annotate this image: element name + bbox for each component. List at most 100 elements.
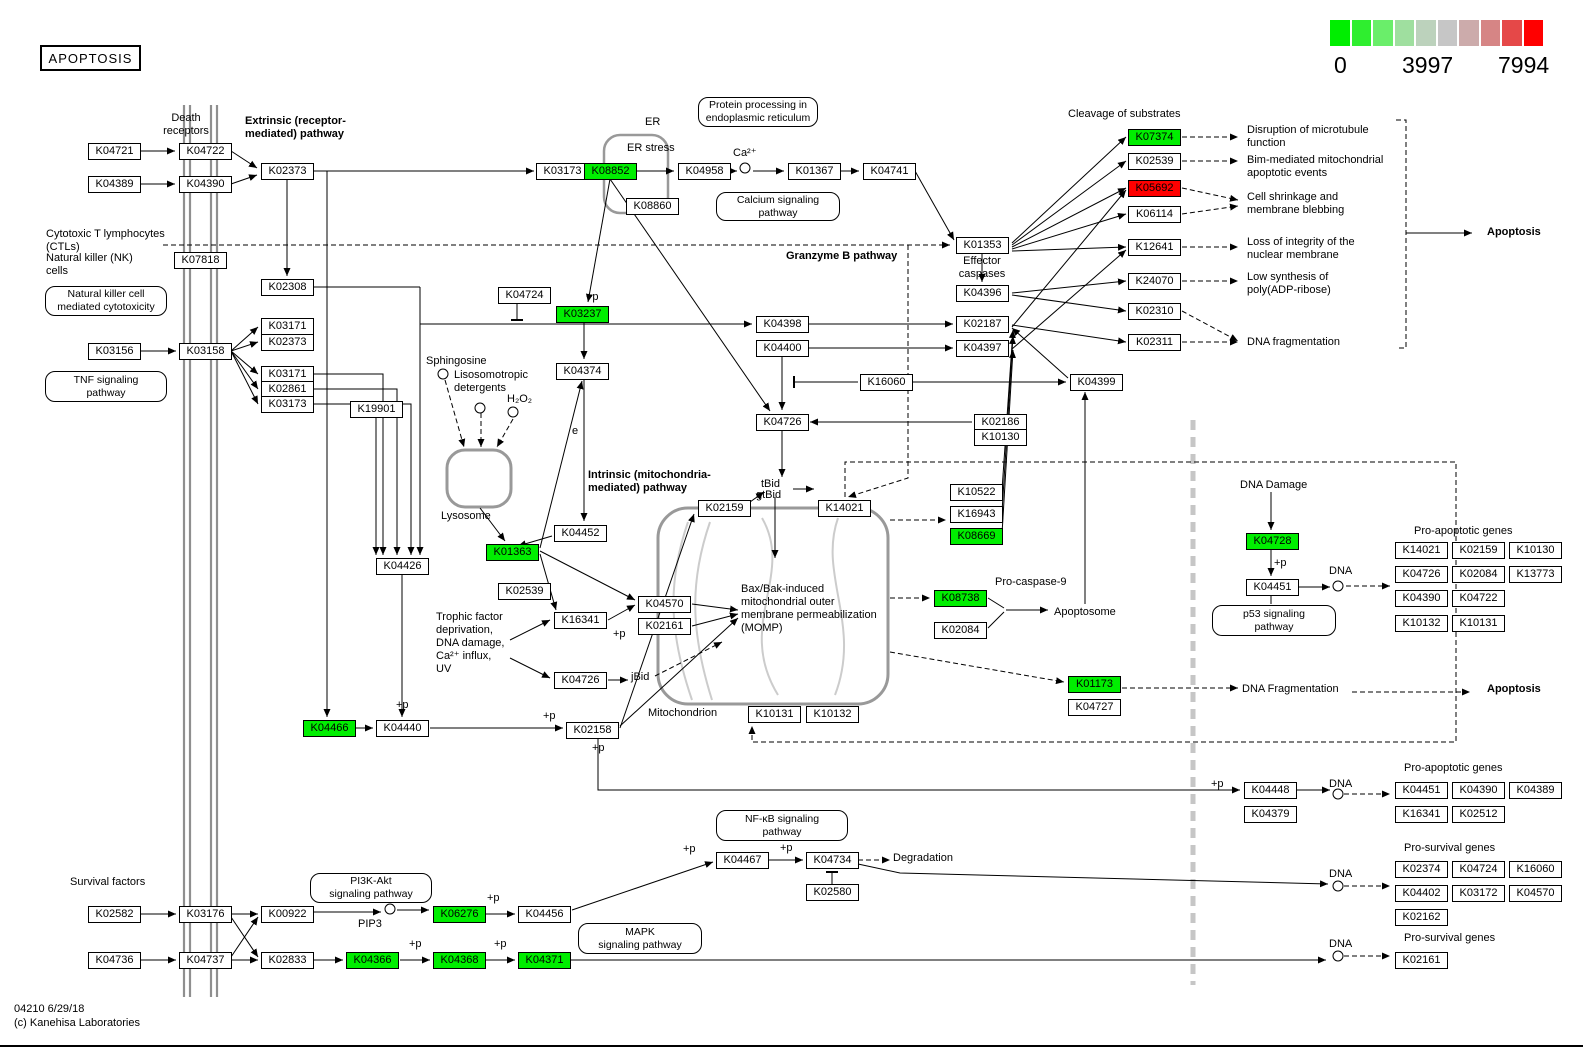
pathway-link[interactable]: NF-κB signaling pathway [716,810,848,841]
gene-node-k04726[interactable]: K04726 [1395,566,1448,583]
gene-node-k03173[interactable]: K03173 [261,396,314,413]
gene-node-k04390[interactable]: K04390 [1395,590,1448,607]
gene-node-k12641[interactable]: K12641 [1128,239,1181,256]
gene-node-k04722[interactable]: K04722 [179,143,232,160]
gene-node-k06276[interactable]: K06276 [433,906,486,923]
gene-node-k04379[interactable]: K04379 [1244,806,1297,823]
gene-node-k04389[interactable]: K04389 [1509,782,1562,799]
gene-node-k04958[interactable]: K04958 [678,163,731,180]
gene-node-k04371[interactable]: K04371 [518,952,571,969]
gene-node-k10132[interactable]: K10132 [1395,615,1448,632]
gene-node-k02159[interactable]: K02159 [698,500,751,517]
gene-node-k04734[interactable]: K04734 [806,852,859,869]
gene-node-k07818[interactable]: K07818 [174,252,227,269]
pathway-link[interactable]: MAPK signaling pathway [578,923,702,954]
gene-node-k10131[interactable]: K10131 [748,706,801,723]
gene-node-k02084[interactable]: K02084 [1452,566,1505,583]
gene-node-k02539[interactable]: K02539 [1128,153,1181,170]
gene-node-k10132[interactable]: K10132 [806,706,859,723]
gene-node-k04721[interactable]: K04721 [88,143,141,160]
gene-node-k02159[interactable]: K02159 [1452,542,1505,559]
gene-node-k01363[interactable]: K01363 [486,544,539,561]
gene-node-k02311[interactable]: K02311 [1128,334,1181,351]
gene-node-k04741[interactable]: K04741 [863,163,916,180]
gene-node-k04724[interactable]: K04724 [1452,861,1505,878]
gene-node-k03156[interactable]: K03156 [88,343,141,360]
gene-node-k14021[interactable]: K14021 [818,500,871,517]
gene-node-k02374[interactable]: K02374 [1395,861,1448,878]
pathway-link[interactable]: p53 signaling pathway [1212,605,1336,636]
gene-node-k04570[interactable]: K04570 [1509,885,1562,902]
gene-node-k04398[interactable]: K04398 [756,316,809,333]
gene-node-k02512[interactable]: K02512 [1452,806,1505,823]
pathway-link[interactable]: Calcium signaling pathway [716,192,840,221]
gene-node-k04396[interactable]: K04396 [956,285,1009,302]
gene-node-k04368[interactable]: K04368 [433,952,486,969]
gene-node-k04390[interactable]: K04390 [1452,782,1505,799]
gene-node-k03171[interactable]: K03171 [261,366,314,383]
pathway-link[interactable]: Protein processing in endoplasmic reticu… [698,97,818,127]
gene-node-k02308[interactable]: K02308 [261,279,314,296]
gene-node-k04448[interactable]: K04448 [1244,782,1297,799]
gene-node-k04397[interactable]: K04397 [956,340,1009,357]
gene-node-k10130[interactable]: K10130 [974,429,1027,446]
gene-node-k16060[interactable]: K16060 [860,374,913,391]
gene-node-k03237[interactable]: K03237 [556,306,609,323]
gene-node-k04722[interactable]: K04722 [1452,590,1505,607]
pathway-link[interactable]: TNF signaling pathway [45,371,167,402]
gene-node-k13773[interactable]: K13773 [1509,566,1562,583]
gene-node-k02539[interactable]: K02539 [498,583,551,600]
gene-node-k16943[interactable]: K16943 [950,506,1003,523]
gene-node-k04727[interactable]: K04727 [1068,699,1121,716]
gene-node-k04451[interactable]: K04451 [1246,579,1299,596]
gene-node-k04467[interactable]: K04467 [716,852,769,869]
gene-node-k04400[interactable]: K04400 [756,340,809,357]
gene-node-k02833[interactable]: K02833 [261,952,314,969]
gene-node-k19901[interactable]: K19901 [350,401,403,418]
gene-node-k08860[interactable]: K08860 [626,198,679,215]
gene-node-k04426[interactable]: K04426 [376,558,429,575]
gene-node-k03176[interactable]: K03176 [179,906,232,923]
gene-node-k04737[interactable]: K04737 [179,952,232,969]
gene-node-k08738[interactable]: K08738 [934,590,987,607]
gene-node-k10130[interactable]: K10130 [1509,542,1562,559]
gene-node-k04402[interactable]: K04402 [1395,885,1448,902]
gene-node-k04724[interactable]: K04724 [498,287,551,304]
gene-node-k16060[interactable]: K16060 [1509,861,1562,878]
gene-node-k03171[interactable]: K03171 [261,318,314,335]
gene-node-k02582[interactable]: K02582 [88,906,141,923]
gene-node-k02161[interactable]: K02161 [1395,952,1448,969]
gene-node-k03158[interactable]: K03158 [179,343,232,360]
gene-node-k10522[interactable]: K10522 [950,484,1003,501]
gene-node-k01173[interactable]: K01173 [1068,676,1121,693]
gene-node-k04456[interactable]: K04456 [518,906,571,923]
gene-node-k02310[interactable]: K02310 [1128,303,1181,320]
gene-node-k04390[interactable]: K04390 [179,176,232,193]
gene-node-k04440[interactable]: K04440 [376,720,429,737]
gene-node-k08852[interactable]: K08852 [584,163,637,180]
gene-node-k05692[interactable]: K05692 [1128,180,1181,197]
gene-node-k04726[interactable]: K04726 [756,414,809,431]
gene-node-k02162[interactable]: K02162 [1395,909,1448,926]
gene-node-k02187[interactable]: K02187 [956,316,1009,333]
gene-node-k01353[interactable]: K01353 [956,237,1009,254]
gene-node-k04726[interactable]: K04726 [554,672,607,689]
gene-node-k04728[interactable]: K04728 [1246,533,1299,550]
gene-node-k04389[interactable]: K04389 [88,176,141,193]
gene-node-k04451[interactable]: K04451 [1395,782,1448,799]
gene-node-k14021[interactable]: K14021 [1395,542,1448,559]
gene-node-k03172[interactable]: K03172 [1452,885,1505,902]
gene-node-k10131[interactable]: K10131 [1452,615,1505,632]
gene-node-k24070[interactable]: K24070 [1128,273,1181,290]
gene-node-k07374[interactable]: K07374 [1128,129,1181,146]
gene-node-k04452[interactable]: K04452 [554,525,607,542]
gene-node-k01367[interactable]: K01367 [788,163,841,180]
gene-node-k02373[interactable]: K02373 [261,334,314,351]
gene-node-k04570[interactable]: K04570 [638,596,691,613]
gene-node-k02373[interactable]: K02373 [261,163,314,180]
gene-node-k00922[interactable]: K00922 [261,906,314,923]
gene-node-k03173[interactable]: K03173 [536,163,589,180]
gene-node-k08669[interactable]: K08669 [950,528,1003,545]
gene-node-k04366[interactable]: K04366 [346,952,399,969]
gene-node-k04374[interactable]: K04374 [556,363,609,380]
